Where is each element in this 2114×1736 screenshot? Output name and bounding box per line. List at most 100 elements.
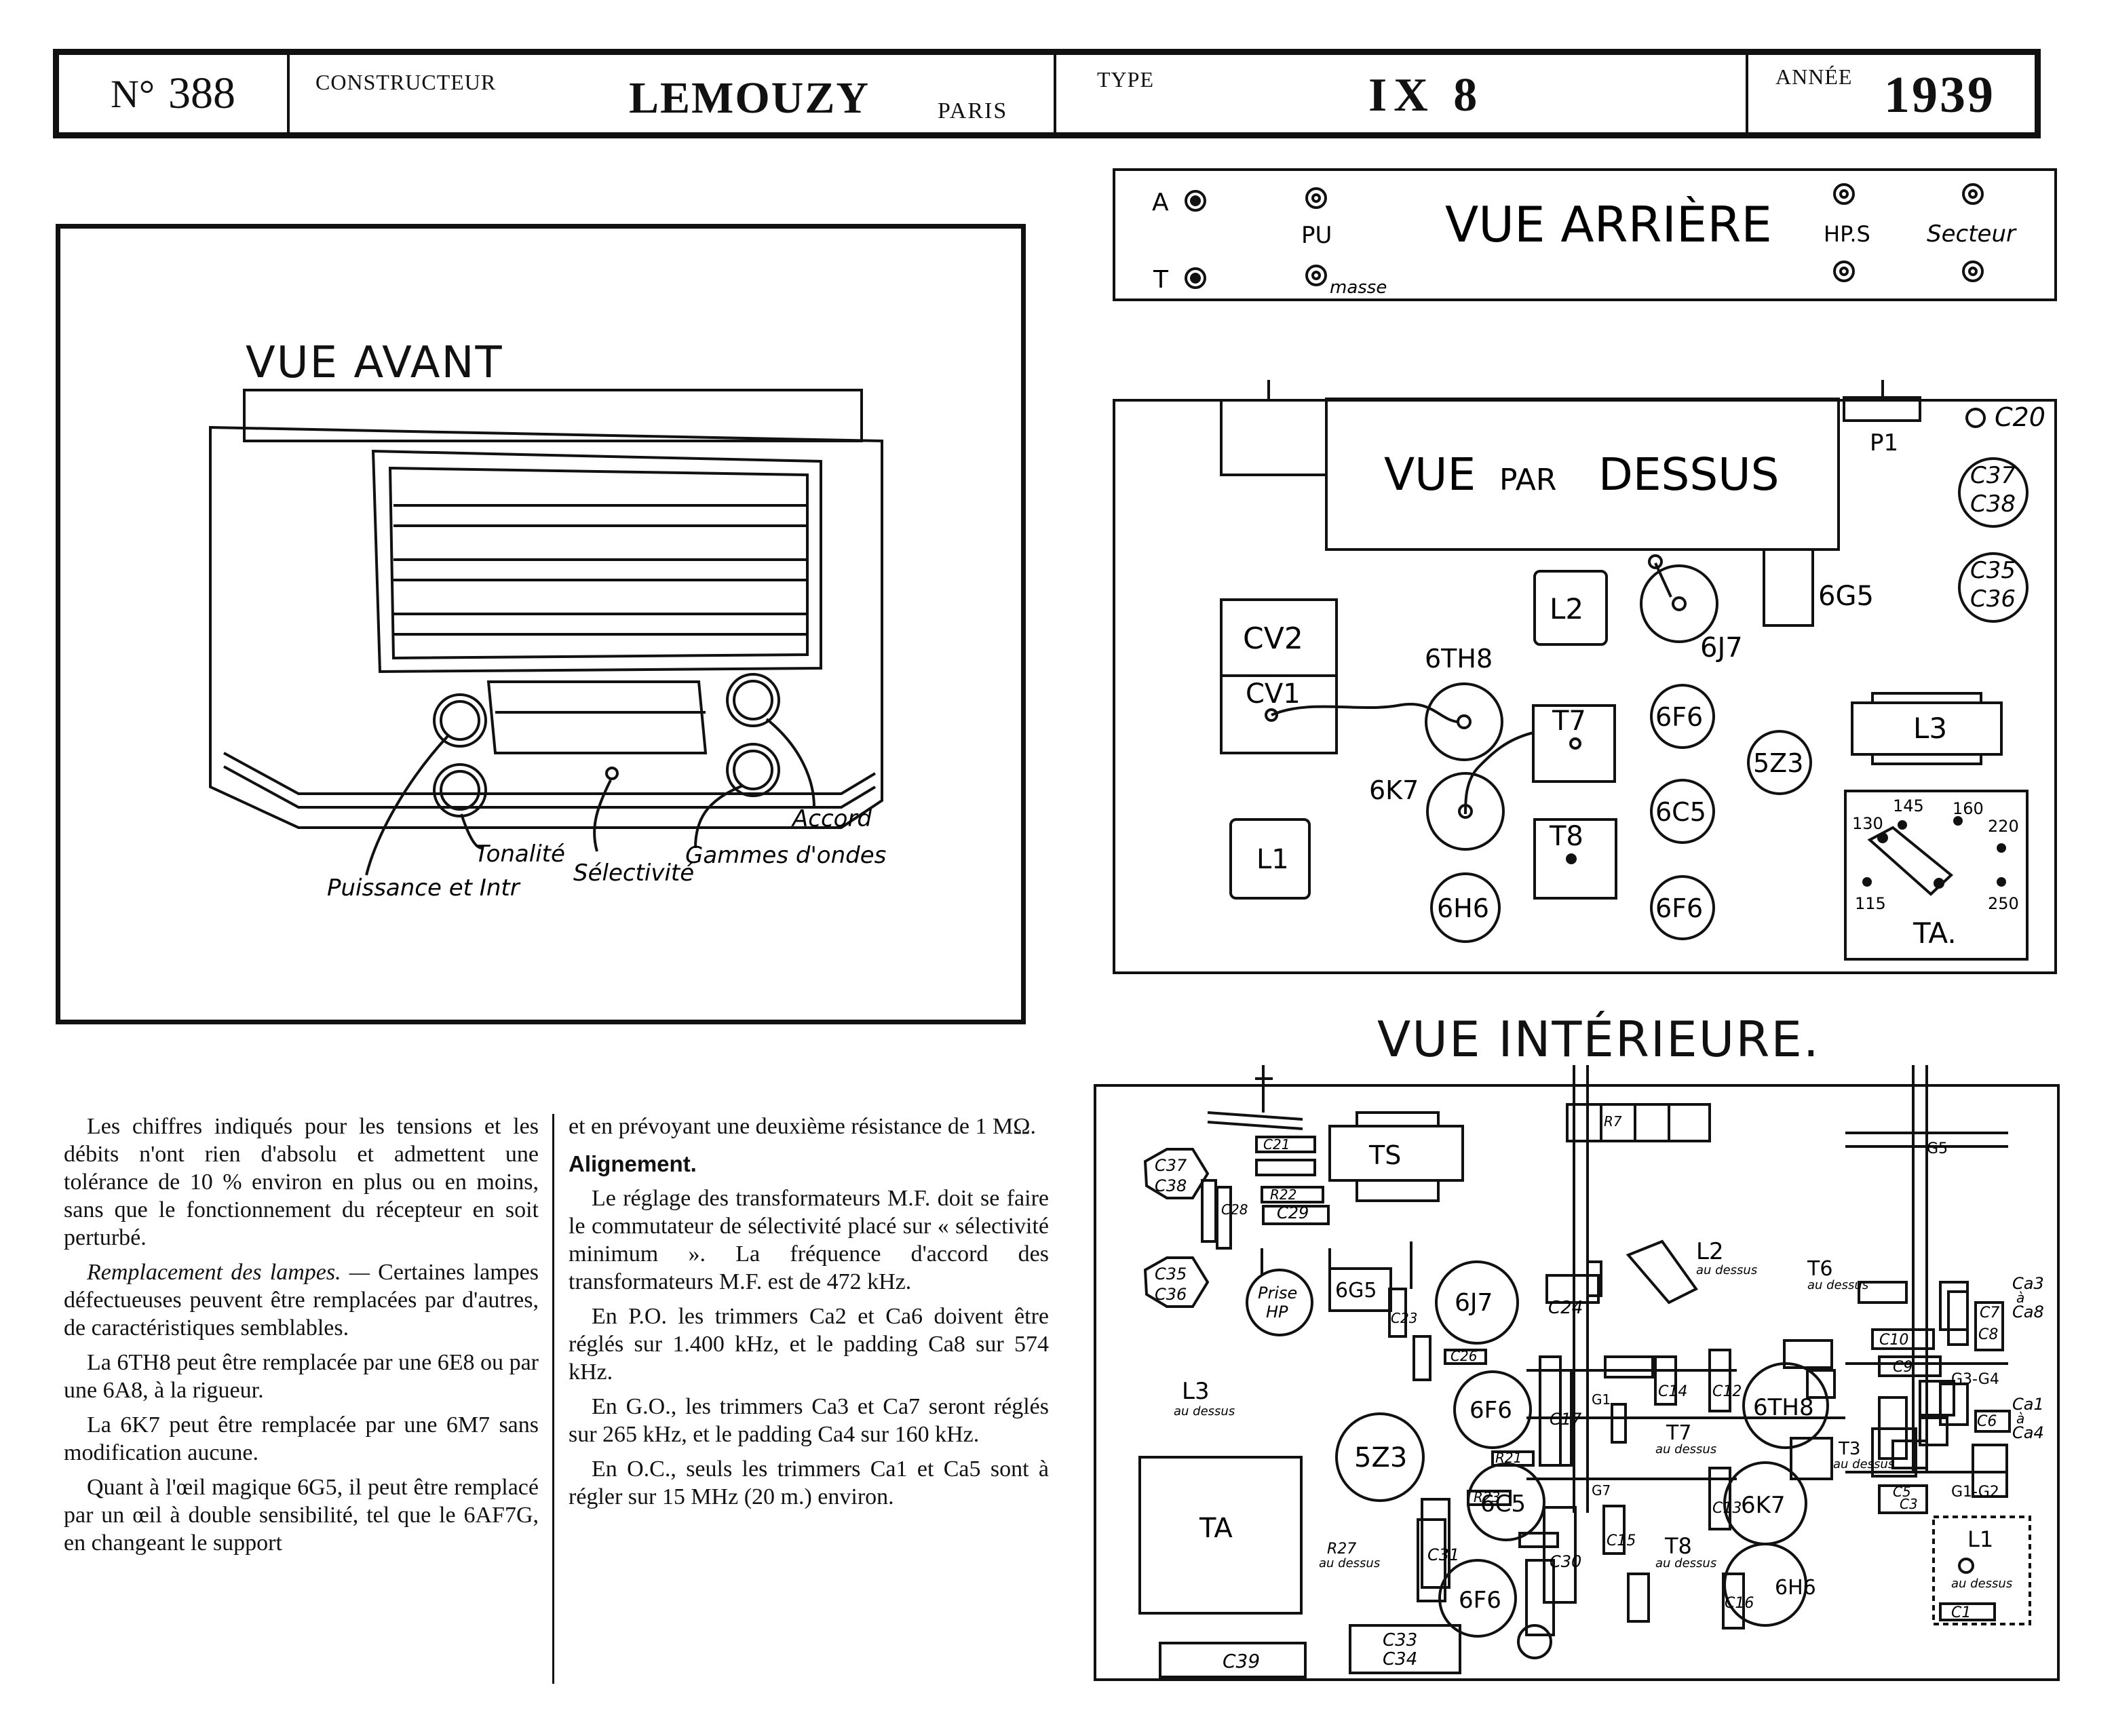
rear-view-title: VUE ARRIÈRE [1445,196,1772,253]
int-r22: R22 [1270,1187,1296,1203]
label-puissance: Puissance et Intr [327,874,521,902]
int-l3: L3 [1182,1378,1210,1405]
int-c17: C17 [1550,1410,1582,1429]
ta-220: 220 [1988,817,2019,836]
int-g1: G1 [1592,1391,1611,1408]
int-c37: C37 [1155,1156,1187,1175]
header-band: N° 388 CONSTRUCTEUR LEMOUZY PARIS TYPE I… [53,49,2041,138]
ta-115: 115 [1855,894,1886,913]
top-6j7: 6J7 [1700,632,1743,663]
int-5z3: 5Z3 [1354,1442,1407,1473]
int-r25: R25 [1479,1501,1480,1503]
top-ta: TA. [1913,917,1957,950]
top-title-dessus: DESSUS [1598,448,1780,501]
text-column-right: et en prévoyant une deuxième résistance … [569,1113,1049,1518]
rear-view-frame [1113,168,2057,301]
top-6k7: 6K7 [1369,775,1419,805]
top-5z3: 5Z3 [1753,748,1803,778]
label-gammes: Gammes d'ondes [685,842,886,869]
ta-145: 145 [1893,796,1924,815]
rear-terminal-pu: PU [1301,222,1332,249]
para-mf: Le réglage des transformateurs M.F. doit… [569,1186,1049,1294]
front-view-title: VUE AVANT [246,338,503,388]
int-6k7: 6K7 [1741,1492,1786,1519]
int-l3-au-dessus: au dessus [1174,1404,1235,1419]
int-r27: R27 [1327,1541,1356,1558]
interior-view-title: VUE INTÉRIEURE. [1377,1011,1820,1068]
int-6c5: 6C5 [1480,1490,1526,1518]
top-l3: L3 [1913,712,1947,745]
int-6g5: 6G5 [1335,1279,1377,1303]
int-c26: C26 [1450,1348,1477,1364]
int-c13: C13 [1712,1500,1742,1517]
label-tonalite: Tonalité [475,841,565,868]
int-6f6a: 6F6 [1469,1397,1512,1424]
top-p1: P1 [1870,429,1898,457]
para-6k7: La 6K7 peut être remplacée par une 6M7 s… [64,1412,539,1465]
top-title-vue: VUE [1384,448,1476,501]
constructor-label: CONSTRUCTEUR [315,70,497,94]
sheet-number: N° 388 [59,55,290,132]
int-c24: C24 [1548,1298,1583,1318]
rear-terminal-secteur: Secteur [1927,220,2017,248]
top-6th8: 6TH8 [1425,644,1493,674]
int-c35: C35 [1155,1265,1187,1284]
int-6h6: 6H6 [1775,1576,1816,1600]
int-c7: C7 [1980,1305,1999,1322]
year-value: 1939 [1884,66,1995,123]
top-title-par: PAR [1499,463,1556,497]
top-l1: L1 [1256,844,1289,875]
int-l1: L1 [1967,1526,1993,1552]
int-t7: T7 [1666,1421,1691,1445]
number-value: 388 [168,69,236,118]
int-c33: C33 [1383,1630,1417,1651]
int-g7: G7 [1592,1482,1611,1499]
int-prise: Prise [1258,1284,1297,1303]
ta-130: 130 [1852,814,1883,833]
year-label: ANNÉE [1775,64,1853,89]
label-selectivite: Sélectivité [573,860,694,887]
top-t8: T8 [1549,821,1583,852]
int-c15: C15 [1607,1532,1636,1549]
label-accord: Accord [791,805,872,832]
constructor-cell: CONSTRUCTEUR LEMOUZY PARIS [290,55,1056,132]
int-g1g2: G1-G2 [1951,1484,1999,1501]
int-c8: C8 [1978,1326,1998,1343]
int-c38: C38 [1155,1176,1187,1195]
int-g5: G5 [1927,1140,1948,1157]
int-r23: R23 [1474,1489,1500,1505]
int-c6: C6 [1977,1413,1997,1430]
int-ca4: Ca4 [2012,1423,2044,1442]
int-ta: TA [1199,1513,1233,1544]
year-cell: ANNÉE 1939 [1748,55,2035,132]
para-remplacement-body: Certaines lampes défectueuses peuvent êt… [64,1260,539,1340]
top-6f6b: 6F6 [1655,893,1703,923]
top-c38: C38 [1970,490,2016,518]
para-6g5: Quant à l'œil magique 6G5, il peut être … [64,1475,539,1556]
top-6f6a: 6F6 [1655,702,1703,732]
int-c12: C12 [1712,1383,1742,1400]
type-label: TYPE [1097,67,1154,92]
int-6th8: 6TH8 [1753,1394,1814,1421]
top-cv1: CV1 [1246,678,1301,710]
type-cell: TYPE IX 8 [1056,55,1748,132]
int-c9: C9 [1893,1359,1913,1376]
top-6c5: 6C5 [1655,797,1706,827]
top-t7: T7 [1552,706,1586,737]
int-c14: C14 [1658,1383,1687,1400]
para-remplacement-heading: Remplacement des lampes. — [87,1260,370,1285]
top-l2: L2 [1550,592,1583,625]
int-r7: R7 [1604,1113,1622,1130]
top-c37: C37 [1970,462,2016,489]
int-a2: à [2016,1410,2024,1427]
top-c35: C35 [1970,557,2016,584]
int-c1: C1 [1951,1604,1971,1621]
para-go: En G.O., les trimmers Ca3 et Ca7 seront … [569,1394,1049,1447]
int-c28: C28 [1221,1201,1248,1218]
top-6h6: 6H6 [1437,893,1489,923]
int-t3: T3 [1838,1439,1860,1459]
int-t3-au-dessus: au dessus [1833,1457,1894,1471]
